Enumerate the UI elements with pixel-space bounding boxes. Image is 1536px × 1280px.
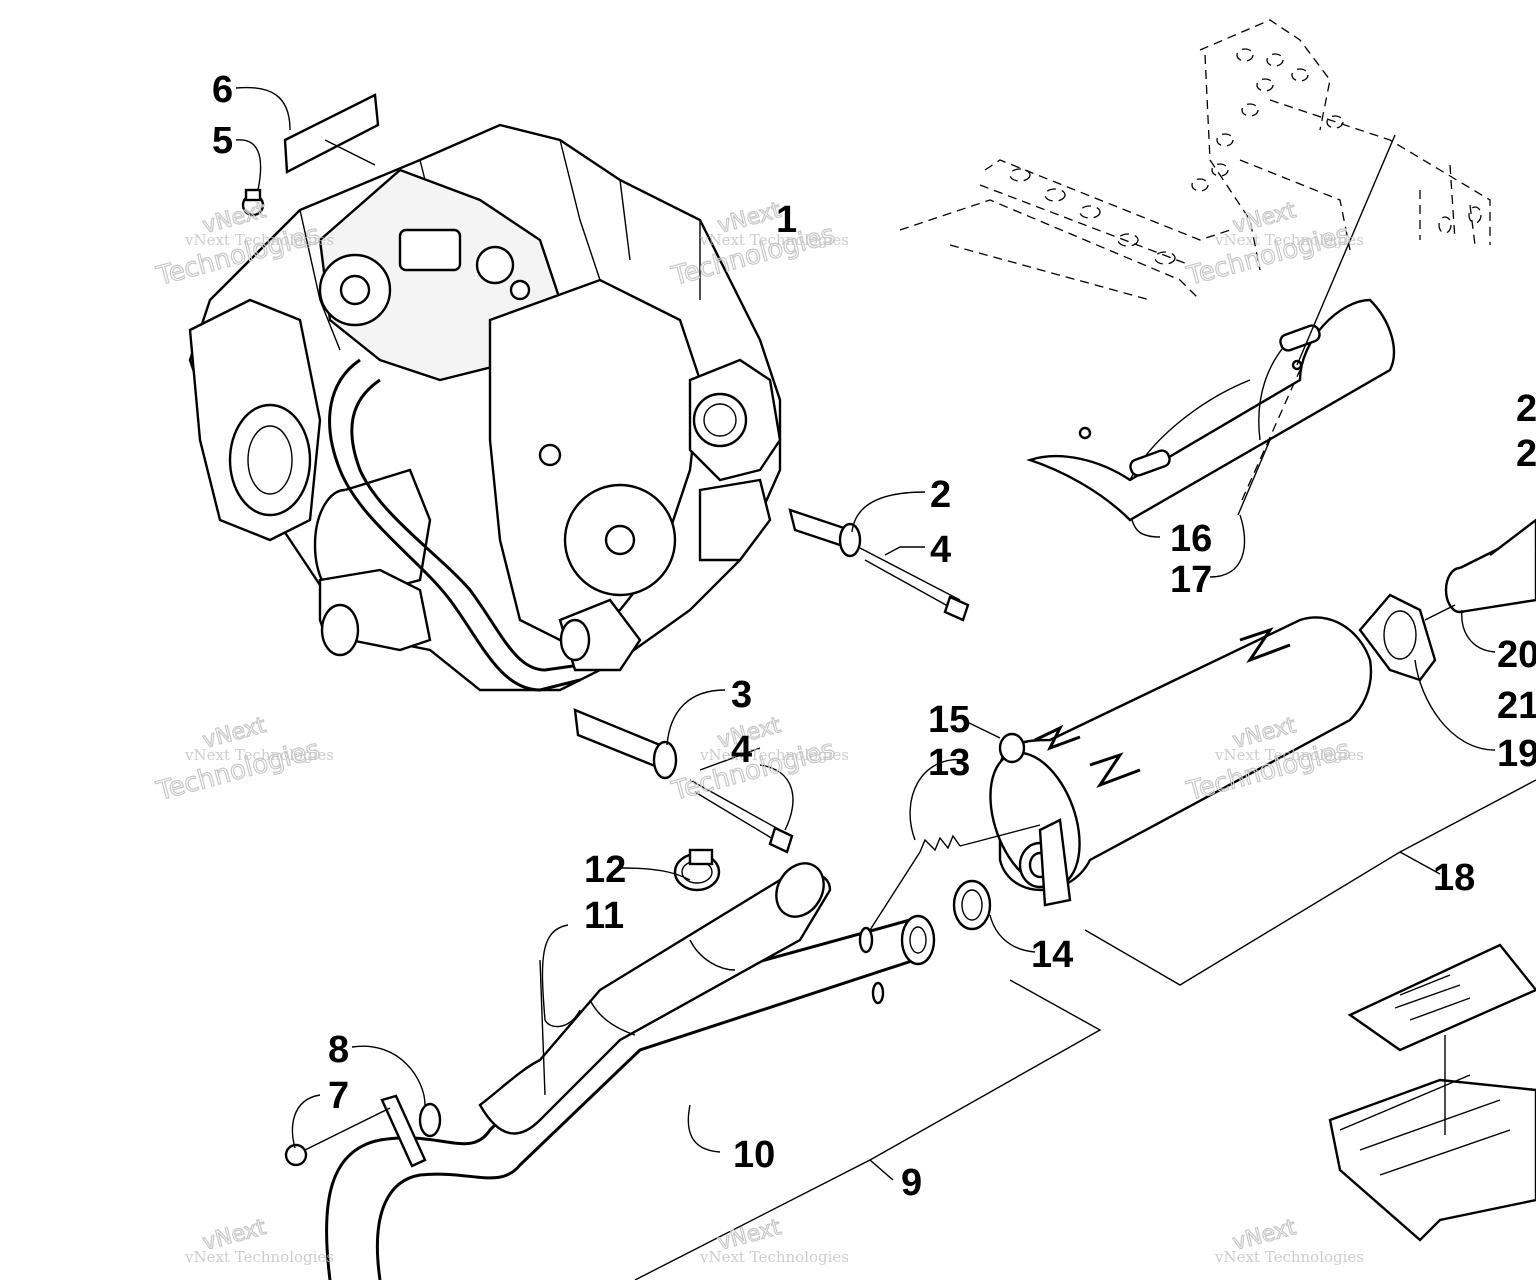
- callout-10: 10: [733, 1134, 775, 1176]
- callout-5: 5: [212, 120, 233, 162]
- hose-clamp: [673, 848, 721, 892]
- callout-22: 22: [1516, 433, 1536, 475]
- frame-outline: [899, 19, 1491, 301]
- callout-19: 19: [1497, 733, 1536, 775]
- heat-shield: [1026, 298, 1396, 522]
- decal-label: [283, 93, 380, 174]
- watermark-text: vNext Technologies: [1214, 231, 1364, 249]
- skid-plate: [1328, 943, 1536, 1242]
- watermark: vNext Technologies vNext: [1214, 1214, 1364, 1266]
- callout-4a: 4: [930, 529, 951, 571]
- callout-6: 6: [212, 69, 233, 111]
- callout-7: 7: [328, 1075, 349, 1117]
- callout-13: 13: [928, 742, 970, 784]
- callout-14: 14: [1031, 934, 1073, 976]
- callout-20: 20: [1497, 634, 1536, 676]
- watermark-text: vNext Technologies: [184, 746, 334, 764]
- callout-3: 3: [731, 674, 752, 716]
- spring: [858, 824, 1041, 1005]
- watermark-text: vNext Technologies: [1214, 1248, 1364, 1266]
- watermark-text: vNext Technologies: [184, 231, 334, 249]
- nut: [241, 188, 265, 217]
- muffler-bolt: [998, 732, 1026, 764]
- muffler: [989, 616, 1373, 907]
- watermark: vNext Technologies vNext: [184, 1214, 334, 1266]
- callout-16: 16: [1170, 518, 1212, 560]
- callout-9: 9: [901, 1162, 922, 1204]
- callout-23: 23: [1516, 388, 1536, 430]
- pipe-heat-shield: [478, 862, 832, 1135]
- watermark: vNext Technologies vNext Technologies: [667, 712, 849, 807]
- watermark: vNext Technologies vNext Technologies: [152, 712, 334, 807]
- exhaust-gasket: [952, 879, 992, 931]
- watermark-text: vNext Technologies: [1214, 746, 1364, 764]
- exhaust-pipe: [284, 914, 936, 1280]
- spark-arrestor: [1444, 518, 1536, 614]
- callout-2: 2: [930, 474, 951, 516]
- watermark: vNext Technologies vNext Technologies: [1182, 197, 1364, 292]
- callout-12: 12: [584, 849, 626, 891]
- callout-15: 15: [928, 699, 970, 741]
- callout-18: 18: [1433, 857, 1475, 899]
- callout-labels: 6 5 1 2 4 3 4 15 13 12 11 8 7 10 9 14 16…: [212, 69, 1536, 1204]
- callout-1: 1: [776, 199, 797, 241]
- watermark-text: vNext Technologies: [184, 1248, 334, 1266]
- callout-11: 11: [584, 895, 624, 937]
- flange-gasket: [1358, 593, 1437, 682]
- callout-17: 17: [1170, 559, 1212, 601]
- engine-mount-bolts: [573, 508, 970, 854]
- watermark: vNext Technologies vNext: [699, 1214, 849, 1266]
- engine-assembly: [188, 123, 782, 692]
- watermark-text: vNext Technologies: [699, 231, 849, 249]
- watermark-text: vNext Technologies: [699, 1248, 849, 1266]
- leader-lines: [235, 86, 1536, 1280]
- callout-8: 8: [328, 1029, 349, 1071]
- callout-21: 21: [1497, 685, 1536, 727]
- callout-4b: 4: [731, 729, 752, 771]
- watermark-text: vNext Technologies: [699, 746, 849, 764]
